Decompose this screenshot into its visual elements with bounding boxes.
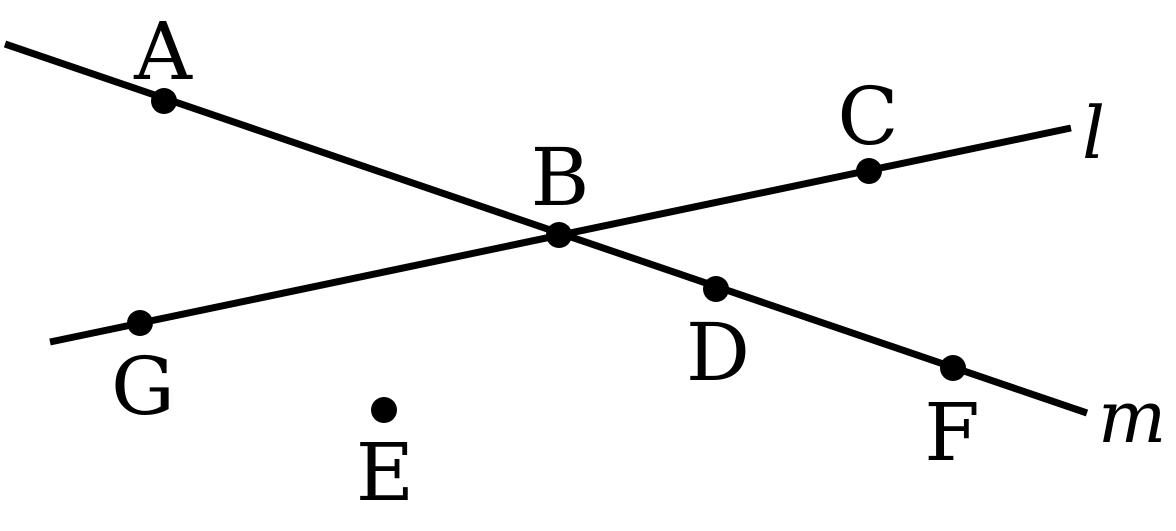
point-d-label: D [686,306,750,399]
point-g-label: G [111,340,175,433]
point-e [371,397,397,423]
line-m [3,40,1089,417]
point-b [546,222,572,248]
line-l-label: l [1082,91,1105,175]
point-c [856,158,882,184]
point-e-label: E [356,426,414,519]
point-f [940,355,966,381]
point-g [127,310,153,336]
point-b-label: B [531,131,590,224]
line-m-label: m [1098,375,1166,459]
point-a [151,88,177,114]
point-c-label: C [837,70,898,163]
point-a-label: A [133,5,193,98]
point-f-label: F [924,386,980,479]
point-d [703,276,729,302]
